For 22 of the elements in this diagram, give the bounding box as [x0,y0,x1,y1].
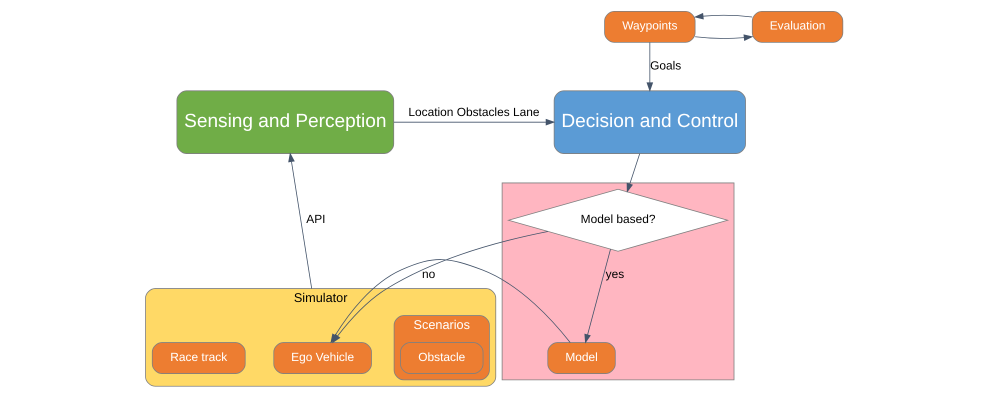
edge-label: Location Obstacles Lane [408,104,540,119]
arrow [626,153,640,193]
arrow [694,12,753,20]
arrow [646,42,654,92]
node-box: Model [547,342,616,374]
node-box: Decision and Control [554,90,746,154]
edge-label: API [306,212,326,226]
arrow [288,152,312,289]
edge-label: no [422,267,436,282]
arrow [394,118,556,126]
node-box: Obstacle [400,342,484,374]
node-box: Sensing and Perception [176,90,394,154]
node-box: Evaluation [752,11,844,43]
arrow [694,34,754,41]
node-diamond: Model based? [507,188,730,252]
edge-label: Goals [650,58,682,72]
node-box: Ego Vehicle [273,342,372,374]
node-box: Race track [152,342,246,374]
edge-label: yes [606,267,624,282]
node-box: Waypoints [604,11,696,43]
arrow [584,248,611,344]
arrow [332,231,548,344]
